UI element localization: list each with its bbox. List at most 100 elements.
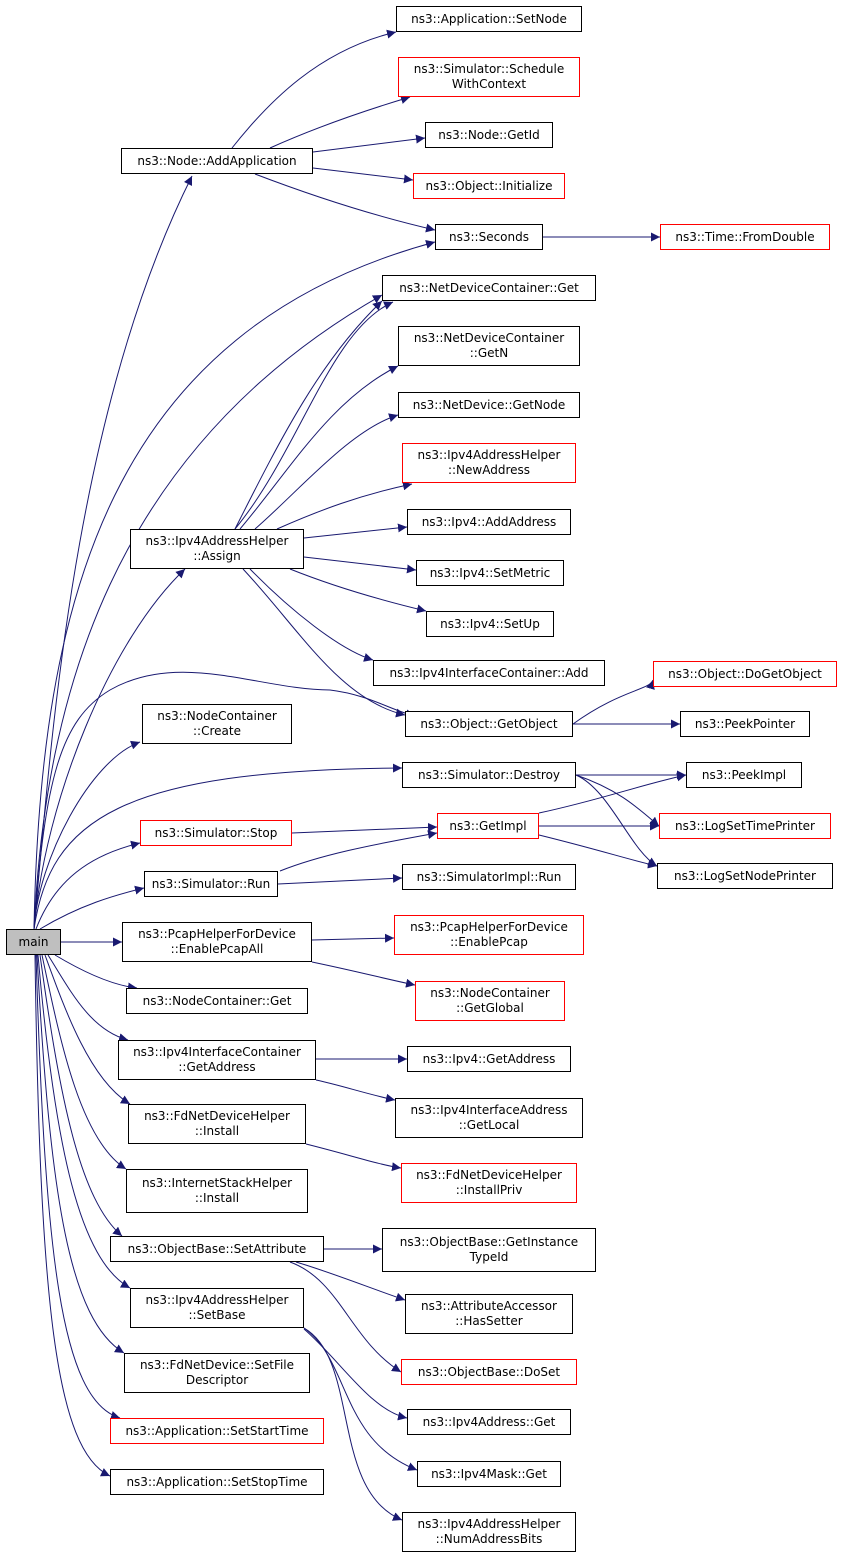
node-n-simdestroy[interactable]: ns3::Simulator::Destroy <box>402 762 576 788</box>
call-edge <box>575 774 658 867</box>
node-label-line: ns3::Ipv4Mask::Get <box>431 1466 547 1481</box>
node-n-simstop[interactable]: ns3::Simulator::Stop <box>140 820 292 846</box>
node-n-ipv4assign[interactable]: ns3::Ipv4AddressHelper::Assign <box>130 529 304 569</box>
call-edge <box>35 840 141 930</box>
node-n-ipv4addrget[interactable]: ns3::Ipv4Address::Get <box>407 1409 571 1435</box>
call-edge <box>289 1261 402 1373</box>
node-n-ipv4setmetric[interactable]: ns3::Ipv4::SetMetric <box>416 560 564 586</box>
node-n-logtime[interactable]: ns3::LogSetTimePrinter <box>659 813 831 839</box>
node-n-setattr[interactable]: ns3::ObjectBase::SetAttribute <box>110 1236 324 1262</box>
call-edge <box>239 365 399 530</box>
node-n-dogetobject[interactable]: ns3::Object::DoGetObject <box>653 661 837 687</box>
node-n-numbits[interactable]: ns3::Ipv4AddressHelper::NumAddressBits <box>402 1512 576 1552</box>
node-n-ndgetnode[interactable]: ns3::NetDevice::GetNode <box>398 392 580 418</box>
node-label-line: ns3::Ipv4AddressHelper <box>145 534 289 548</box>
call-edge <box>312 134 426 153</box>
node-label-line: ns3::Seconds <box>449 229 529 244</box>
node-n-ncget[interactable]: ns3::NodeContainer::Get <box>126 988 308 1014</box>
call-edge <box>303 1327 418 1471</box>
node-n-ipv4maskget[interactable]: ns3::Ipv4Mask::Get <box>417 1461 561 1487</box>
node-label-line: ::InstallPriv <box>455 1183 523 1197</box>
node-n-setbase[interactable]: ns3::Ipv4AddressHelper::SetBase <box>130 1288 304 1328</box>
node-n-ncreate[interactable]: ns3::NodeContainer::Create <box>142 704 292 744</box>
node-n-setstart[interactable]: ns3::Application::SetStartTime <box>110 1418 324 1444</box>
call-edge <box>254 413 399 530</box>
node-n-ipv4setup[interactable]: ns3::Ipv4::SetUp <box>426 611 554 637</box>
node-n-ndcgetn[interactable]: ns3::NetDeviceContainer::GetN <box>398 326 580 366</box>
call-edge <box>311 933 395 943</box>
node-label-line: ns3::Ipv4AddressHelper <box>145 1293 289 1307</box>
node-n-newaddr[interactable]: ns3::Ipv4AddressHelper::NewAddress <box>402 443 576 483</box>
node-label-line: ns3::Application::SetNode <box>411 11 567 26</box>
node-n-addapp[interactable]: ns3::Node::AddApplication <box>121 148 313 174</box>
node-n-simimplrun[interactable]: ns3::SimulatorImpl::Run <box>402 864 576 890</box>
node-n-doset[interactable]: ns3::ObjectBase::DoSet <box>401 1359 577 1385</box>
node-n-setstop[interactable]: ns3::Application::SetStopTime <box>110 1469 324 1495</box>
node-n-peekpointer[interactable]: ns3::PeekPointer <box>680 711 810 737</box>
node-n-ipv4addaddr[interactable]: ns3::Ipv4::AddAddress <box>407 509 571 535</box>
call-edge <box>575 774 660 827</box>
node-label-line: ns3::PcapHelperForDevice <box>410 920 568 934</box>
node-main[interactable]: main <box>6 929 61 955</box>
node-n-peekimpl[interactable]: ns3::PeekImpl <box>686 762 802 788</box>
node-label-line: ns3::Ipv4::AddAddress <box>421 514 557 529</box>
node-n-fromdouble[interactable]: ns3::Time::FromDouble <box>660 224 830 250</box>
node-label-line: ns3::LogSetTimePrinter <box>674 818 815 833</box>
call-edge <box>291 822 438 834</box>
node-label-line: ns3::PeekPointer <box>694 716 796 731</box>
node-n-ifcgetaddr[interactable]: ns3::Ipv4InterfaceContainer::GetAddress <box>118 1040 316 1080</box>
node-n-pcapall[interactable]: ns3::PcapHelperForDevice::EnablePcapAll <box>122 922 312 962</box>
node-label-line: ns3::Ipv4AddressHelper <box>417 1517 561 1531</box>
node-n-fdinstall[interactable]: ns3::FdNetDeviceHelper::Install <box>128 1104 306 1144</box>
node-n-ipv4getaddr[interactable]: ns3::Ipv4::GetAddress <box>407 1046 571 1072</box>
call-edge <box>242 568 406 718</box>
node-label-line: ::NewAddress <box>447 463 531 477</box>
node-label-line: ns3::SimulatorImpl::Run <box>416 869 562 884</box>
node-n-seconds[interactable]: ns3::Seconds <box>435 224 543 250</box>
node-label-line: ns3::InternetStackHelper <box>141 1176 293 1190</box>
node-label-line: ns3::Time::FromDouble <box>675 229 815 244</box>
node-label-line: TypeId <box>469 1250 509 1264</box>
node-label-line: ns3::ObjectBase::SetAttribute <box>127 1241 307 1256</box>
node-label-line: ns3::Simulator::Run <box>151 876 271 891</box>
node-label-line: ns3::Object::Initialize <box>425 178 553 193</box>
call-edge <box>44 954 131 1105</box>
call-edge <box>289 568 427 614</box>
node-n-installpriv[interactable]: ns3::FdNetDeviceHelper::InstallPriv <box>401 1163 577 1203</box>
node-label-line: ns3::Ipv4Address::Get <box>422 1414 556 1429</box>
node-n-lognode[interactable]: ns3::LogSetNodePrinter <box>657 863 833 889</box>
call-edge <box>315 1079 396 1103</box>
call-edge <box>47 954 129 1043</box>
node-n-simrun[interactable]: ns3::Simulator::Run <box>144 871 278 897</box>
node-label-line: ns3::Ipv4::GetAddress <box>422 1051 556 1066</box>
node-n-enablepcap[interactable]: ns3::PcapHelperForDevice::EnablePcap <box>394 915 584 955</box>
node-n-getimpl[interactable]: ns3::GetImpl <box>437 813 539 839</box>
node-n-objinit[interactable]: ns3::Object::Initialize <box>413 173 565 199</box>
node-n-ndcget[interactable]: ns3::NetDeviceContainer::Get <box>382 275 596 301</box>
node-label-line: ::GetGlobal <box>456 1001 524 1015</box>
node-n-inetinstall[interactable]: ns3::InternetStackHelper::Install <box>126 1169 308 1213</box>
node-label-line: ::Assign <box>193 549 241 563</box>
node-n-ifagetlocal[interactable]: ns3::Ipv4InterfaceAddress::GetLocal <box>395 1098 583 1138</box>
call-edge <box>303 1328 408 1421</box>
call-edge <box>303 523 408 539</box>
node-n-hassetter[interactable]: ns3::AttributeAccessor::HasSetter <box>405 1294 573 1334</box>
node-label-line: ::SetBase <box>188 1308 246 1322</box>
node-label-line: ::GetN <box>469 346 509 360</box>
node-label-line: ns3::NodeContainer <box>430 986 550 1000</box>
call-edge <box>303 556 417 574</box>
node-n-ncglobal[interactable]: ns3::NodeContainer::GetGlobal <box>415 981 565 1021</box>
node-label-line: ns3::NodeContainer::Get <box>142 993 292 1008</box>
call-edge <box>33 740 141 930</box>
node-n-ifcadd[interactable]: ns3::Ipv4InterfaceContainer::Add <box>373 660 605 686</box>
node-n-appsetnode[interactable]: ns3::Application::SetNode <box>396 6 582 32</box>
call-edge <box>33 763 403 930</box>
node-label-line: ns3::Ipv4InterfaceContainer::Add <box>389 665 589 680</box>
node-label-line: WithContext <box>451 77 527 91</box>
node-n-nodegetid[interactable]: ns3::Node::GetId <box>425 122 553 148</box>
call-edge <box>572 679 655 725</box>
node-n-getobject[interactable]: ns3::Object::GetObject <box>405 711 573 737</box>
